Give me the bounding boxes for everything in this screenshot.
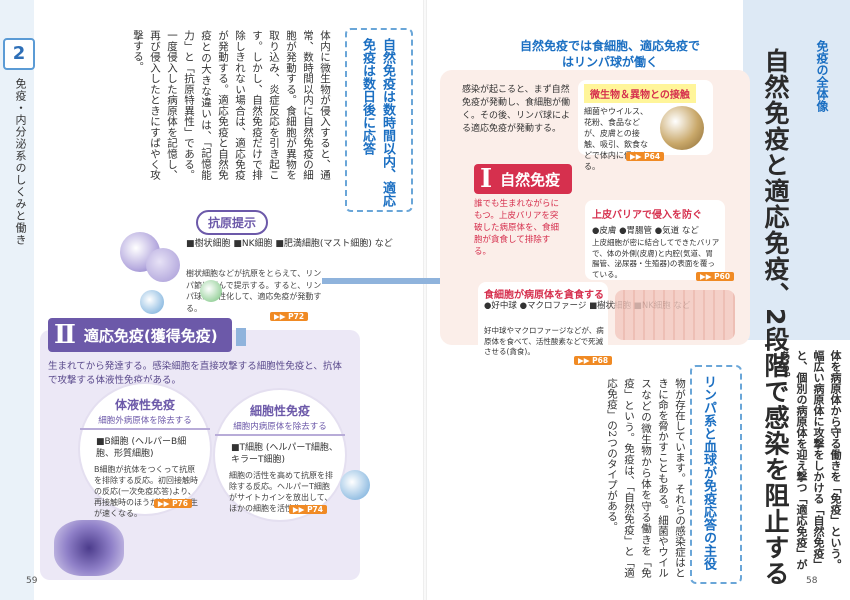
barrier-desc: 上皮細胞が密に結合してできたバリアで、体の外側(皮膚)と内腔(気道、胃腸管、泌尿… xyxy=(592,238,720,279)
cause-top-label: 自然免疫では食細胞、適応免疫ではリンパ球が働く xyxy=(520,39,701,69)
phagocyte-ref-label: P68 xyxy=(592,356,609,365)
innate-label: Ⅰ 自然免疫 xyxy=(474,164,573,194)
humoral-desc: B細胞が抗体をつくって抗原を排除する反応。初回接触時の反応(一次免疫応答)より、… xyxy=(94,465,198,518)
main-title: 自然免疫と適応免疫、2段階で感染を阻止する xyxy=(761,48,790,587)
callout-left-title: 自然免疫は数時間以内、適応免疫は数日後に応答 xyxy=(360,38,395,207)
phagocyte-ref[interactable]: ▶▶ P68 xyxy=(574,356,613,365)
innate-roman: Ⅰ xyxy=(480,164,493,194)
phagocyte-desc: 好中球やマクロファージなどが、病原体を食べて、活性酸素などで死滅させる(貪食)。 xyxy=(484,326,604,356)
cellular-sub: 細胞内病原体を除去する xyxy=(215,420,345,436)
epithelium-illustration xyxy=(615,290,735,340)
section-subtitle: 免疫の全体像 xyxy=(815,40,829,112)
contact-ref-label: P64 xyxy=(644,152,661,161)
title-tab xyxy=(743,0,850,340)
cellular-title: 細胞性免疫 xyxy=(249,404,310,418)
humoral-ref[interactable]: ▶▶ P76 xyxy=(153,499,192,508)
humoral-cells: ■B細胞 (ヘルパーB細胞、形質細胞) xyxy=(96,437,187,459)
adaptive-roman: Ⅱ xyxy=(54,320,76,350)
arrow-antigen-to-adaptive xyxy=(236,328,246,346)
innate-label-text: 自然免疫 xyxy=(500,170,561,189)
left-body-text: 体内に微生物が侵入すると、通常、数時間以内に自然免疫の細胞が発動する。食細胞が異… xyxy=(132,30,331,180)
barrier-title: 上皮バリアで侵入を防ぐ xyxy=(592,210,702,221)
chapter-title: 免疫・内分泌系のしくみと働き xyxy=(14,78,27,246)
humoral-circle: 体液性免疫 細胞外病原体を除去する ■B細胞 (ヘルパーB細胞、形質細胞) B細… xyxy=(80,384,210,518)
adaptive-desc: 生まれてから発達する。感染細胞を直接攻撃する細胞性免疫と、抗体で攻撃する体液性免… xyxy=(48,361,342,386)
antigen-panel xyxy=(172,218,322,330)
cellular-cells: ■T細胞 (ヘルパーT細胞、キラーT細胞) xyxy=(231,443,338,465)
chapter-tab: 2 免疫・内分泌系のしくみと働き xyxy=(0,0,35,600)
cellular-circle: 細胞性免疫 細胞内病原体を除去する ■T細胞 (ヘルパーT細胞、キラーT細胞) … xyxy=(215,390,345,520)
barrier-panel xyxy=(585,200,725,280)
phagocyte-items: ●好中球 ●マクロファージ ■樹状細胞 ■NK細胞 など xyxy=(484,301,691,311)
antigen-ref-label: P72 xyxy=(288,312,305,321)
barrier-items: ●皮膚 ●胃腸管 ●気道 など xyxy=(592,226,699,236)
antigen-cells: ■樹状細胞 ■NK細胞 ■肥満細胞(マスト細胞) など xyxy=(186,239,393,249)
antigen-title: 抗原提示 xyxy=(196,210,269,235)
contact-desc: 細菌やウイルス、花粉、食品などが、皮膚との接触、吸引、飲食などで体内に侵入する。 xyxy=(584,107,648,171)
antigen-ref[interactable]: ▶▶ P72 xyxy=(270,312,309,321)
intro-text: 体を病原体から守る働きを「免疫」という。幅広い病原体に攻撃をしかける「自然免疫」… xyxy=(778,350,842,570)
mast-cell-illustration xyxy=(200,280,222,302)
nk-cell-illustration xyxy=(146,248,180,282)
lymphocyte-illustration xyxy=(140,290,164,314)
humoral-sub: 細胞外病原体を除去する xyxy=(80,414,210,430)
right-body-text: 私たちが生きている環境には、多くの微生物が存在しています。それらの感染症はときに… xyxy=(606,378,703,578)
humoral-title: 体液性免疫 xyxy=(114,398,175,412)
pathogen-sphere-illustration xyxy=(660,106,704,150)
callout-left: 自然免疫は数時間以内、適応免疫は数日後に応答 xyxy=(345,28,413,212)
infected-cell-illustration xyxy=(54,520,124,576)
antigen-desc: 樹状細胞などが抗原をとらえて、リンパ節に運んで提示する。すると、リンパ球が活性化… xyxy=(186,269,322,313)
cellular-desc: 細胞の活性を高めて抗原を排除する反応。ヘルパーT細胞がサイトカインを放出して、ほ… xyxy=(229,471,333,513)
phagocyte-panel xyxy=(478,282,608,362)
right-page-number: 58 xyxy=(806,576,818,586)
adaptive-label: Ⅱ 適応免疫(獲得免疫) xyxy=(48,318,232,352)
contact-ref[interactable]: ▶▶ P64 xyxy=(626,152,665,161)
left-page-number: 59 xyxy=(26,576,38,586)
cellular-ref-label: P74 xyxy=(307,505,323,514)
chapter-number: 2 xyxy=(3,38,35,70)
contact-title: 微生物＆異物との接触 xyxy=(584,84,696,103)
killer-t-cell-illustration xyxy=(340,470,370,500)
barrier-ref[interactable]: ▶▶ P60 xyxy=(696,272,735,281)
page-gutter xyxy=(423,0,427,600)
cellular-ref[interactable]: ▶▶ P74 xyxy=(288,505,327,514)
phagocyte-title: 食細胞が病原体を貪食する xyxy=(484,290,604,301)
callout-right: リンパ系と血球が免疫応答の主役 xyxy=(690,365,742,584)
cause-lead: 感染が起こると、まず自然免疫が発動し、食細胞が働く。その後、リンパ球による適応免… xyxy=(462,85,571,134)
barrier-ref-label: P60 xyxy=(714,272,731,281)
arrow-innate-to-antigen xyxy=(322,278,442,284)
humoral-ref-label: P76 xyxy=(172,499,188,508)
innate-desc: 誰でも生まれながらにもつ。上皮バリアを突破した病原体を、食細胞が貪食して排除する… xyxy=(474,199,560,257)
adaptive-label-text: 適応免疫(獲得免疫) xyxy=(83,326,218,345)
callout-right-title: リンパ系と血球が免疫応答の主役 xyxy=(701,375,716,570)
